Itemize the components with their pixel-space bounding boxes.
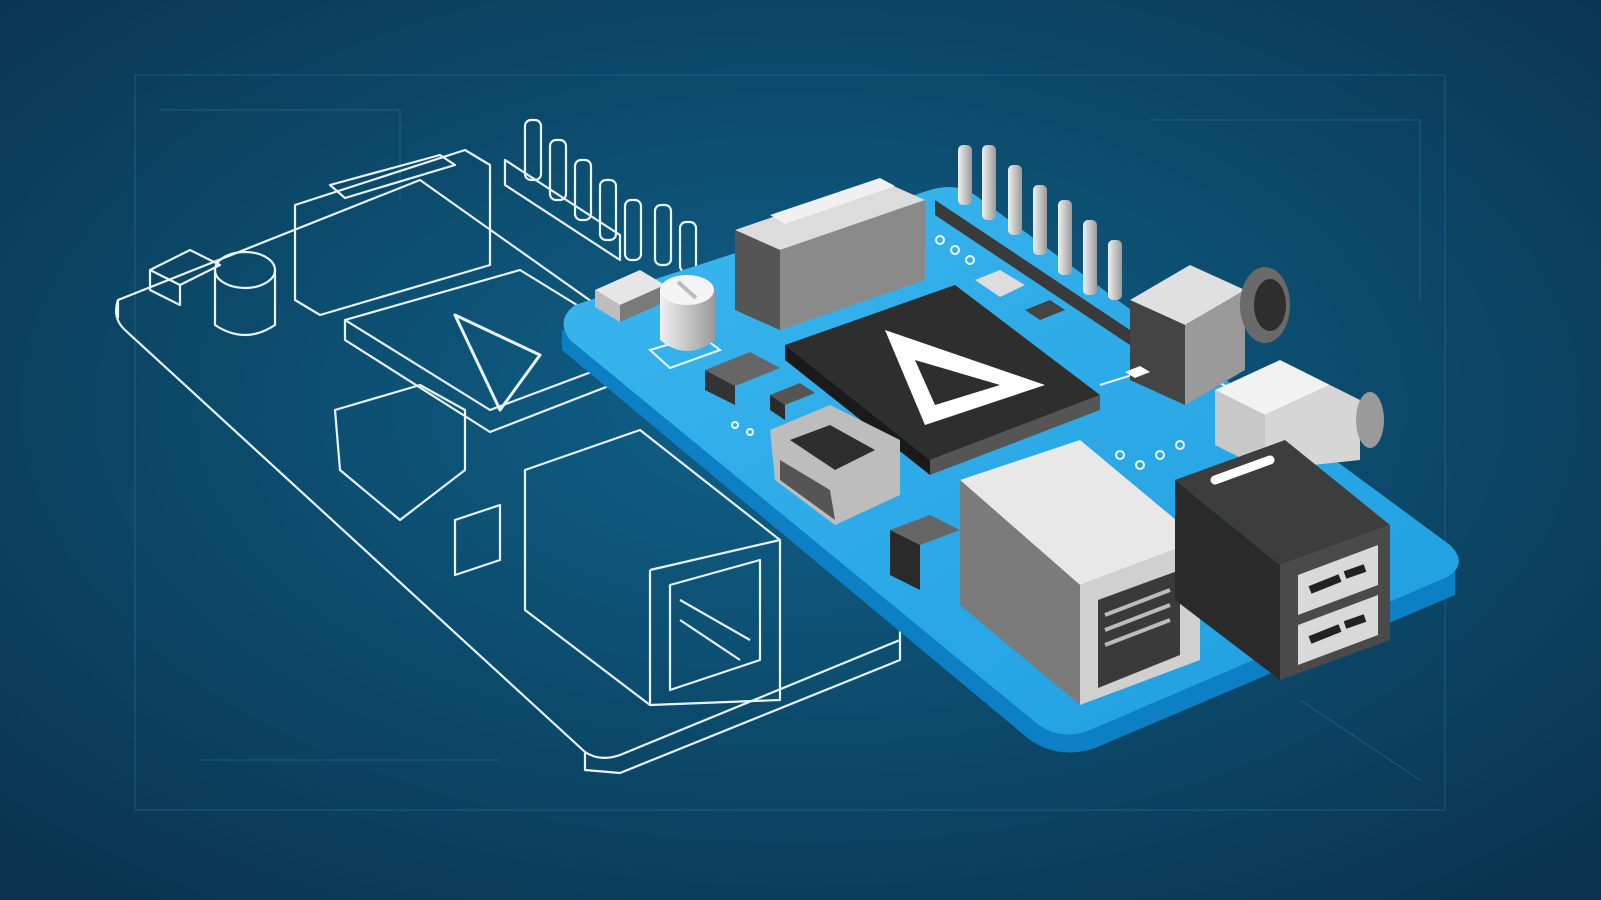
header-connector <box>735 178 925 330</box>
main-chip <box>785 285 1100 475</box>
smd-parts <box>705 270 1150 420</box>
audio-jack <box>1130 265 1290 405</box>
side-connector <box>890 515 960 590</box>
blueprint-lines <box>134 74 1446 811</box>
hdmi-port <box>770 405 900 525</box>
pin-header <box>935 145 1130 345</box>
components <box>595 145 1390 705</box>
ethernet-port <box>960 440 1200 705</box>
capacitor <box>660 275 715 351</box>
chip-logo-icon <box>885 330 1045 425</box>
power-jack <box>1215 360 1384 470</box>
usb-port <box>1175 440 1390 680</box>
small-block <box>595 270 665 322</box>
